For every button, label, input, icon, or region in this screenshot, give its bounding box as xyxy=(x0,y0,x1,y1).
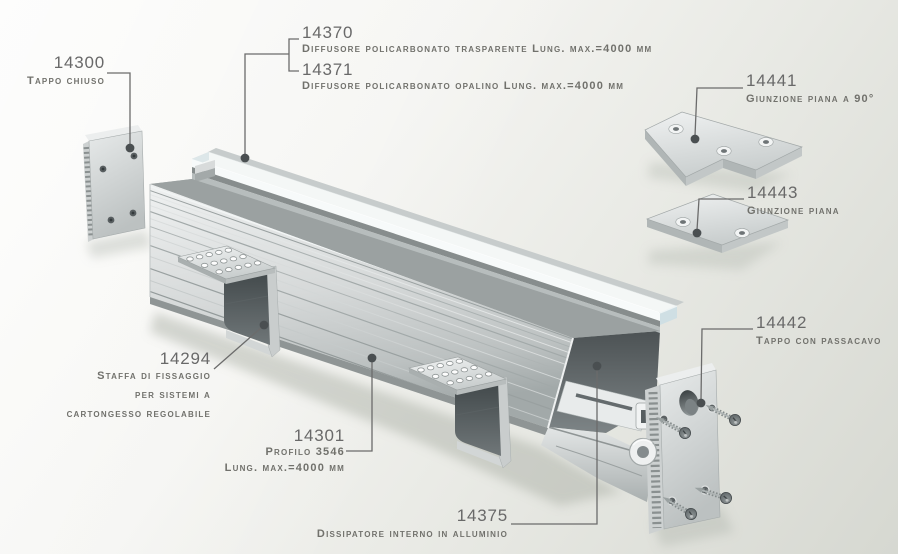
label-14300: 14300 Tappo chiuso xyxy=(13,54,105,87)
recess-slot-dark xyxy=(192,167,660,327)
end-cap-cable xyxy=(645,363,721,534)
label-14301-code: 14301 xyxy=(293,426,345,445)
label-14301-desc-line2: Lung. max.=4000 mm xyxy=(224,462,345,474)
label-14375-code: 14375 xyxy=(456,506,508,525)
leader-dots xyxy=(125,134,706,408)
joint-plate-straight xyxy=(645,193,790,253)
countersunk-holes xyxy=(675,217,750,238)
diffuser xyxy=(191,151,678,325)
leader-14441 xyxy=(694,87,743,137)
leader-14294 xyxy=(213,326,263,370)
leader-14442 xyxy=(700,328,753,401)
label-14443: 14443 Giunzione piana xyxy=(747,184,840,217)
label-14371-desc: Diffusore policarbonato opalino Lung. ma… xyxy=(302,80,625,92)
label-14375: 14375 Dissipatore interno in alluminio xyxy=(280,507,508,540)
left-notch-step xyxy=(195,160,215,174)
label-14442-desc: Tappo con passacavo xyxy=(756,335,882,347)
leader-lines xyxy=(107,38,753,525)
leader-bracket-14370-14371 xyxy=(288,38,299,72)
label-14294: 14294 Staffa di fissaggio per sistemi a … xyxy=(56,350,211,424)
end-cap-closed xyxy=(83,125,146,242)
countersunk-holes xyxy=(668,124,774,156)
label-14300-desc: Tappo chiuso xyxy=(27,75,105,87)
label-14441-desc: Giunzione piana a 90° xyxy=(746,93,875,105)
label-14301: 14301 Profilo 3546 Lung. max.=4000 mm xyxy=(150,427,345,476)
label-14441-code: 14441 xyxy=(746,71,798,90)
label-14443-desc: Giunzione piana xyxy=(747,205,840,217)
label-14442: 14442 Tappo con passacavo xyxy=(756,314,882,347)
leader-14375 xyxy=(511,370,598,525)
left-notch-shadow xyxy=(195,168,215,182)
cable-gland-hole xyxy=(679,390,699,416)
label-14443-code: 14443 xyxy=(747,183,799,202)
label-14442-code: 14442 xyxy=(756,313,808,332)
cable-tube-end xyxy=(628,437,658,467)
label-14300-code: 14300 xyxy=(53,53,105,72)
label-14371-code: 14371 xyxy=(302,60,354,79)
leader-14300 xyxy=(107,72,131,144)
joint-plate-90 xyxy=(644,111,803,186)
profile-back-lip xyxy=(208,148,684,306)
label-14441: 14441 Giunzione piana a 90° xyxy=(746,72,874,105)
label-14294-code: 14294 xyxy=(159,349,211,368)
label-14375-desc: Dissipatore interno in alluminio xyxy=(316,528,508,540)
label-14370-code: 14370 xyxy=(302,23,354,42)
shelf-band-tone xyxy=(150,179,660,338)
leader-diffuser xyxy=(244,53,289,154)
leader-14301 xyxy=(346,362,373,452)
label-14294-desc-line3: cartongesso regolabile xyxy=(66,408,211,420)
label-14370-14371: 14370 Diffusore policarbonato trasparent… xyxy=(302,24,652,98)
label-14370-desc: Diffusore policarbonato trasparente Lung… xyxy=(302,43,653,55)
leader-14443 xyxy=(696,198,744,231)
label-14294-desc-line2: per sistemi a xyxy=(135,389,211,401)
cap-screw-holes xyxy=(99,152,138,224)
label-14294-desc-line1: Staffa di fissaggio xyxy=(97,370,211,382)
label-14301-desc-line1: Profilo 3546 xyxy=(265,446,345,458)
